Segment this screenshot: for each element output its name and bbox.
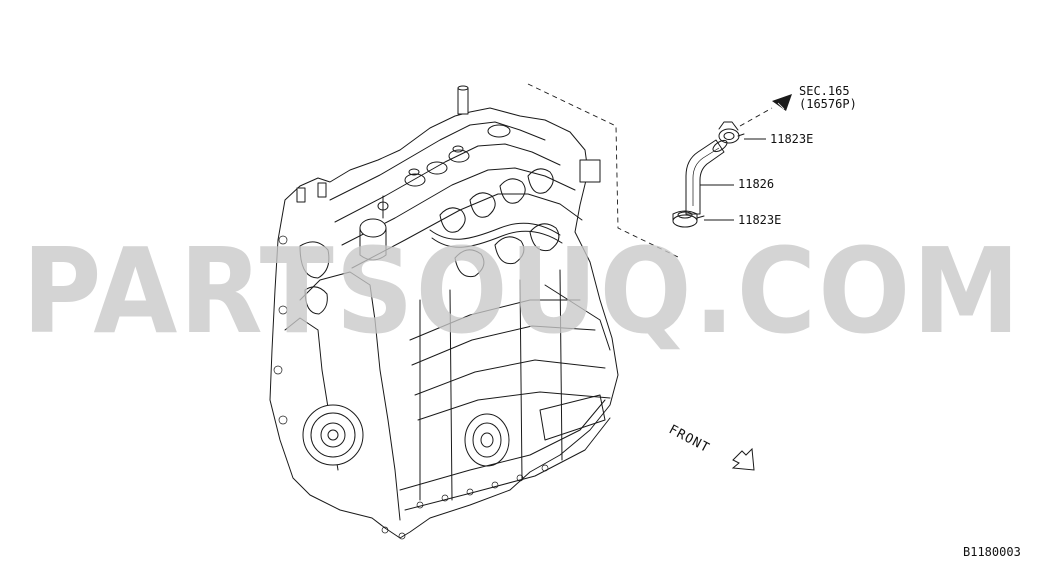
- hose-clamp-upper[interactable]: [718, 121, 745, 144]
- hose-clamp-lower[interactable]: [672, 210, 705, 228]
- figure-code: B1180003: [963, 545, 1021, 559]
- callout-lower-clamp[interactable]: 11823E: [738, 213, 781, 227]
- blow-by-hose[interactable]: [685, 138, 729, 215]
- engine-assembly[interactable]: [269, 85, 619, 540]
- callout-hose[interactable]: 11826: [738, 177, 774, 191]
- watermark: PARTSOUQ.COM: [22, 222, 1022, 360]
- front-label: FRONT: [666, 422, 712, 456]
- callout-upper-clamp[interactable]: 11823E: [770, 132, 813, 146]
- reference-sec-label[interactable]: SEC.165: [799, 84, 850, 98]
- connection-dashed-outline: [527, 83, 681, 259]
- front-arrow-icon: [731, 447, 755, 471]
- reference-sub-label[interactable]: (16576P): [799, 97, 857, 111]
- front-indicator: FRONT: [666, 422, 755, 471]
- reference-arrow-icon: [739, 94, 792, 127]
